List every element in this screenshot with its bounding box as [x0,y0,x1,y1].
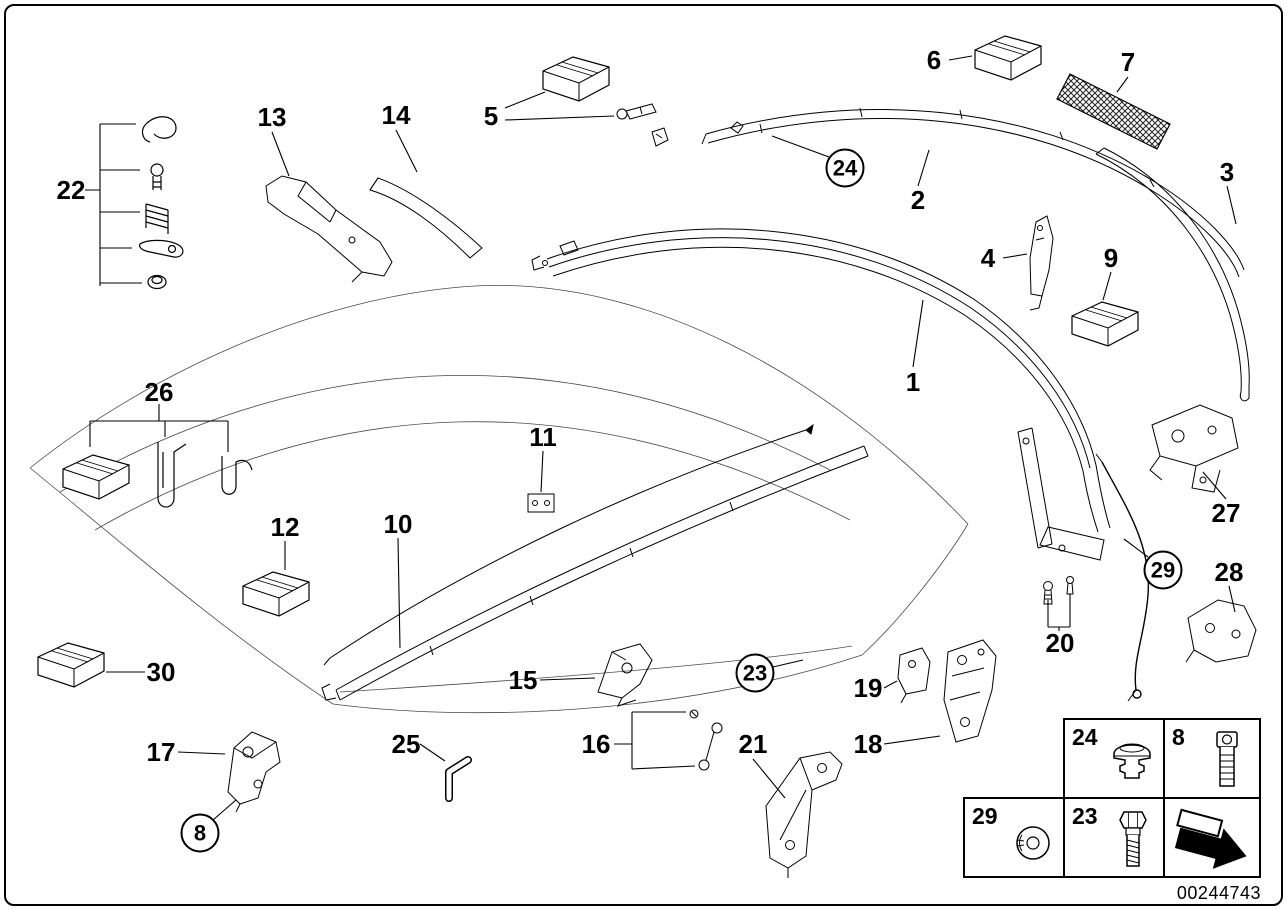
hooks-part26 [157,442,253,508]
legend-label-24[interactable]: 24 [1072,724,1098,750]
bracket-part28 [1185,599,1257,663]
callout-18[interactable]: 18 [853,729,883,759]
callout-16[interactable]: 16 [581,729,611,759]
callout-1[interactable]: 1 [905,367,921,397]
kit-box-part9 [1071,301,1139,347]
callout-25[interactable]: 25 [391,729,421,759]
callout-12[interactable]: 12 [270,512,300,542]
legend-cell-8[interactable]: 8 [1163,718,1261,799]
bracket-part13 [265,175,393,283]
callout-7[interactable]: 7 [1120,47,1136,77]
callout-15[interactable]: 15 [508,665,538,695]
continue-arrow-icon [1174,808,1247,869]
bracket-part21 [765,751,843,878]
legend-cell-29[interactable]: 29 [963,797,1065,878]
document-number: 00244743 [1176,883,1261,903]
mesh-strip-part7 [1056,73,1171,150]
callout-6[interactable]: 6 [926,45,942,75]
callout-26[interactable]: 26 [144,377,174,407]
bracket-part4 [1029,215,1054,311]
callout-22[interactable]: 22 [56,175,86,205]
callout-17[interactable]: 17 [146,737,176,767]
linkage-part16 [689,709,723,771]
legend-label-23[interactable]: 23 [1072,803,1098,829]
lock-assembly-part27 [1149,404,1239,493]
callout-11[interactable]: 11 [529,422,557,452]
bolts-part20 [1043,576,1074,605]
bracket-part19 [897,647,931,704]
kit-box-part26 [62,454,130,500]
fastener-legend: 24 8 29 [963,718,1261,878]
grommet-icon [1016,826,1050,860]
legend-cell-23[interactable]: 23 [1063,797,1165,878]
legend-cell-continue[interactable] [1163,797,1261,878]
rail-part3 [1095,147,1250,402]
callout-23-circled[interactable]: 23 [735,653,775,693]
rail-part2 [701,107,1245,278]
callout-13[interactable]: 13 [257,102,287,132]
cable-part11 [323,423,814,666]
callout-9[interactable]: 9 [1103,243,1119,273]
kit-box-part30 [37,642,105,688]
rivet-plug-icon [1113,743,1151,779]
callout-29-circled[interactable]: 29 [1143,550,1183,590]
callout-28[interactable]: 28 [1214,557,1244,587]
kit-box-part5 [542,56,610,102]
front-bow-part1 [531,228,1111,533]
rear-frame [1017,427,1105,561]
callout-10[interactable]: 10 [383,509,413,539]
callout-3[interactable]: 3 [1219,157,1235,187]
trim-part14 [369,177,483,259]
legend-cell-24[interactable]: 24 [1063,718,1165,799]
kit-box-part12 [242,571,310,617]
hardware-set-part22 [139,116,184,290]
bowden-cable [1095,453,1150,702]
callout-8-circled[interactable]: 8 [180,813,220,853]
legend-label-29[interactable]: 29 [972,803,998,829]
hex-bolt-icon [1119,811,1147,867]
callout-2[interactable]: 2 [910,185,926,215]
callout-14[interactable]: 14 [381,100,411,130]
callout-24-circled[interactable]: 24 [825,148,865,188]
rail-part10 [321,445,869,701]
callout-20[interactable]: 20 [1045,628,1075,658]
allen-key-part25 [445,756,472,802]
kit-box-part6 [974,35,1042,81]
legend-label-8[interactable]: 8 [1172,724,1185,750]
latch-part5 [616,103,669,147]
soft-top-cover [29,284,969,714]
callout-4[interactable]: 4 [980,243,996,273]
leader-lines [85,55,1237,821]
bracket-part15 [597,643,653,707]
bracket-part18 [943,639,997,743]
bracket-part17 [227,731,281,813]
callout-5[interactable]: 5 [483,101,499,131]
callout-21[interactable]: 21 [738,729,768,759]
callout-30[interactable]: 30 [146,657,176,687]
callout-27[interactable]: 27 [1211,498,1241,528]
callout-19[interactable]: 19 [853,673,883,703]
socket-head-screw-icon [1216,731,1238,787]
